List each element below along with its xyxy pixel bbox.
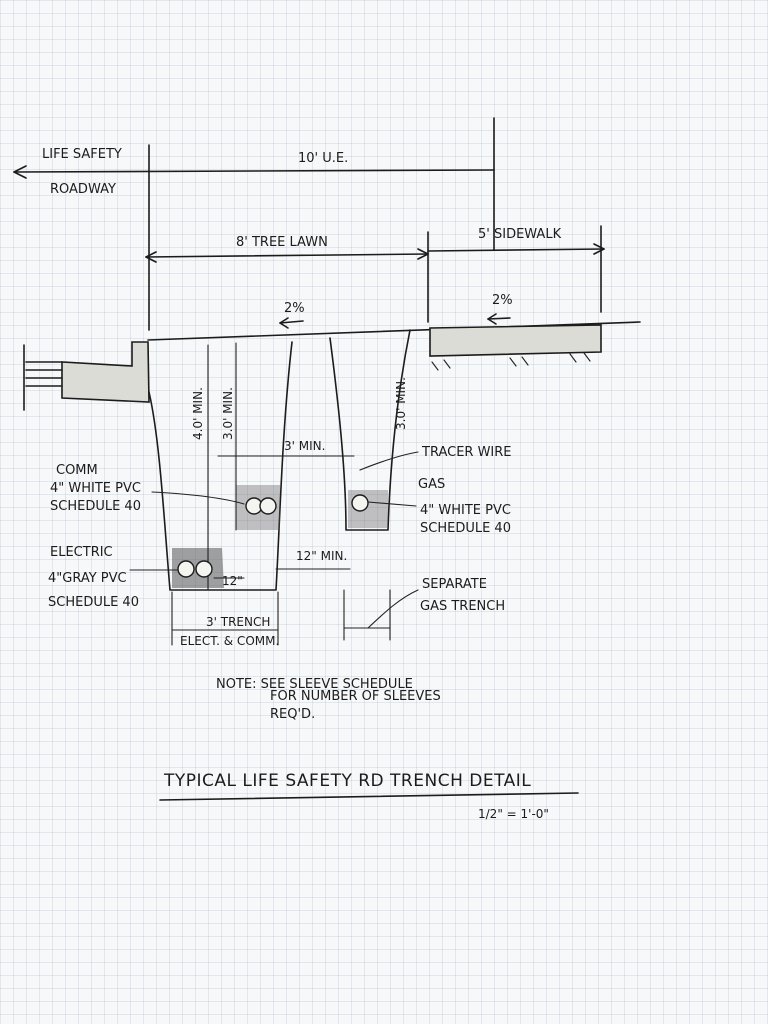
separate-gas-trench-callout: SEPARATE GAS TRENCH bbox=[343, 577, 505, 641]
trench-width-dimension: 3' TRENCH ELECT. & COMM. bbox=[171, 591, 279, 648]
svg-text:COMM: COMM bbox=[56, 463, 98, 478]
drawing-title: TYPICAL LIFE SAFETY RD TRENCH DETAIL bbox=[163, 771, 531, 791]
sidewalk-dimension: 5' SIDEWALK bbox=[427, 225, 605, 313]
svg-text:12" MIN.: 12" MIN. bbox=[296, 549, 347, 563]
svg-text:4" WHITE PVC: 4" WHITE PVC bbox=[420, 503, 511, 518]
svg-text:SEPARATE: SEPARATE bbox=[422, 577, 487, 592]
depth-3ft-right-dimension: 3.0' MIN. bbox=[394, 377, 408, 430]
svg-text:ELECT. & COMM.: ELECT. & COMM. bbox=[180, 634, 279, 648]
svg-text:3.0' MIN.: 3.0' MIN. bbox=[221, 387, 235, 440]
sidewalk-label: 5' SIDEWALK bbox=[478, 227, 562, 242]
svg-text:4"GRAY PVC: 4"GRAY PVC bbox=[48, 571, 127, 586]
svg-text:3.0' MIN.: 3.0' MIN. bbox=[394, 377, 408, 430]
slope-arrow-left: 2% bbox=[279, 301, 305, 329]
drawing-title-block: TYPICAL LIFE SAFETY RD TRENCH DETAIL 1/2… bbox=[159, 771, 579, 821]
elec-comm-trench bbox=[148, 341, 293, 591]
svg-text:SCHEDULE 40: SCHEDULE 40 bbox=[420, 521, 511, 536]
svg-text:12": 12" bbox=[222, 574, 243, 588]
curb-and-roadway bbox=[23, 341, 150, 411]
svg-text:SCHEDULE 40: SCHEDULE 40 bbox=[50, 499, 141, 514]
spacing-12in-dimension: 12" MIN. bbox=[275, 549, 351, 570]
roadway-label: LIFE SAFETY ROADWAY bbox=[42, 147, 122, 197]
slope-arrow-right: 2% bbox=[487, 293, 513, 325]
drawing-scale: 1/2" = 1'-0" bbox=[478, 807, 549, 821]
svg-text:NOTE: SEE SLEEVE SCHEDULE: NOTE: SEE SLEEVE SCHEDULE bbox=[216, 677, 413, 692]
depth-4ft-dimension: 4.0' MIN. bbox=[191, 344, 209, 591]
svg-text:LIFE SAFETY: LIFE SAFETY bbox=[42, 147, 122, 162]
tree-lawn-label: 8' TREE LAWN bbox=[236, 235, 328, 250]
comm-conduits bbox=[245, 497, 277, 515]
tracer-wire-callout: TRACER WIRE bbox=[359, 445, 512, 471]
svg-text:TRACER WIRE: TRACER WIRE bbox=[421, 445, 512, 460]
svg-text:FOR NUMBER OF SLEEVES: FOR NUMBER OF SLEEVES bbox=[270, 689, 441, 704]
sidewalk-slab bbox=[429, 324, 602, 371]
depth-3ft-left-dimension: 3.0' MIN. bbox=[221, 342, 237, 531]
svg-text:4" WHITE PVC: 4" WHITE PVC bbox=[50, 481, 141, 496]
ue-dimension: 10' U.E. bbox=[13, 117, 495, 331]
svg-text:GAS: GAS bbox=[418, 477, 445, 492]
svg-text:3' TRENCH: 3' TRENCH bbox=[206, 615, 270, 629]
comm-callout: COMM 4" WHITE PVC SCHEDULE 40 bbox=[50, 463, 245, 514]
svg-text:ROADWAY: ROADWAY bbox=[50, 182, 116, 197]
gas-pipe bbox=[351, 494, 369, 512]
svg-text:REQ'D.: REQ'D. bbox=[270, 707, 315, 722]
sleeve-note: NOTE: SEE SLEEVE SCHEDULE FOR NUMBER OF … bbox=[216, 677, 441, 722]
electric-callout: ELECTRIC 4"GRAY PVC SCHEDULE 40 bbox=[48, 545, 179, 610]
svg-text:SCHEDULE 40: SCHEDULE 40 bbox=[48, 595, 139, 610]
svg-text:3' MIN.: 3' MIN. bbox=[284, 439, 325, 453]
svg-text:ELECTRIC: ELECTRIC bbox=[50, 545, 113, 560]
tree-lawn-dimension: 8' TREE LAWN bbox=[145, 231, 429, 323]
svg-text:2%: 2% bbox=[284, 301, 305, 316]
electric-conduits bbox=[177, 560, 213, 578]
svg-text:2%: 2% bbox=[492, 293, 513, 308]
dim-12in: 12" bbox=[213, 574, 245, 588]
ue-width-label: 10' U.E. bbox=[298, 151, 348, 166]
svg-text:GAS TRENCH: GAS TRENCH bbox=[420, 599, 505, 614]
spacing-3ft-dimension: 3' MIN. bbox=[217, 439, 355, 457]
svg-text:4.0' MIN.: 4.0' MIN. bbox=[191, 387, 205, 440]
gas-callout: GAS 4" WHITE PVC SCHEDULE 40 bbox=[367, 477, 511, 536]
